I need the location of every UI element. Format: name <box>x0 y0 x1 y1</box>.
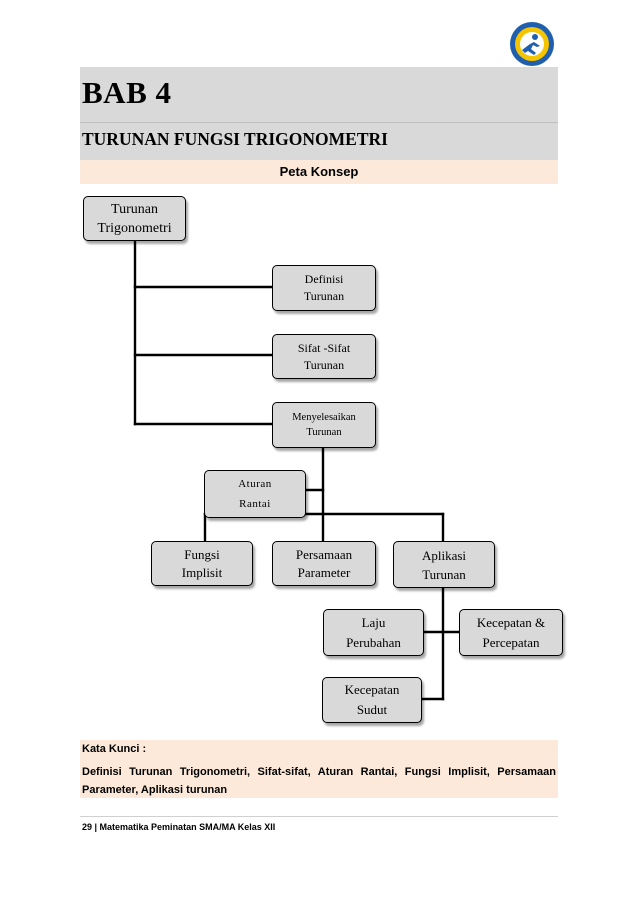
node-sifat-turunan: Sifat -Sifat Turunan <box>272 334 376 379</box>
node-definisi-turunan: Definisi Turunan <box>272 265 376 311</box>
node-persamaan-parameter: Persamaan Parameter <box>272 541 376 586</box>
node-aplikasi-turunan: Aplikasi Turunan <box>393 541 495 588</box>
node-laju-perubahan: Laju Perubahan <box>323 609 424 656</box>
chapter-subtitle: TURUNAN FUNGSI TRIGONOMETRI <box>82 129 388 149</box>
chapter-band <box>80 67 558 122</box>
keywords-text: Definisi Turunan Trigonometri, Sifat-sif… <box>82 766 556 796</box>
section-heading: Peta Konsep <box>279 164 359 179</box>
education-ministry-logo-icon <box>510 22 554 66</box>
chapter-title: BAB 4 <box>82 75 172 110</box>
node-kecepatan-sudut: Kecepatan Sudut <box>322 677 422 723</box>
page-footer: 29 | Matematika Peminatan SMA/MA Kelas X… <box>82 822 276 832</box>
subtitle-band <box>80 122 558 161</box>
section-band <box>80 160 558 184</box>
node-kecepatan-percepatan: Kecepatan & Percepatan <box>459 609 563 656</box>
keywords-title: Kata Kunci : <box>82 743 147 755</box>
footer-divider <box>80 816 558 817</box>
node-menyelesaikan-turunan: Menyelesaikan Turunan <box>272 402 376 448</box>
node-fungsi-implisit: Fungsi Implisit <box>151 541 253 586</box>
node-turunan-trigonometri: Turunan Trigonometri <box>83 196 186 241</box>
keywords-band <box>80 740 558 798</box>
node-aturan-rantai: Aturan Rantai <box>204 470 306 518</box>
